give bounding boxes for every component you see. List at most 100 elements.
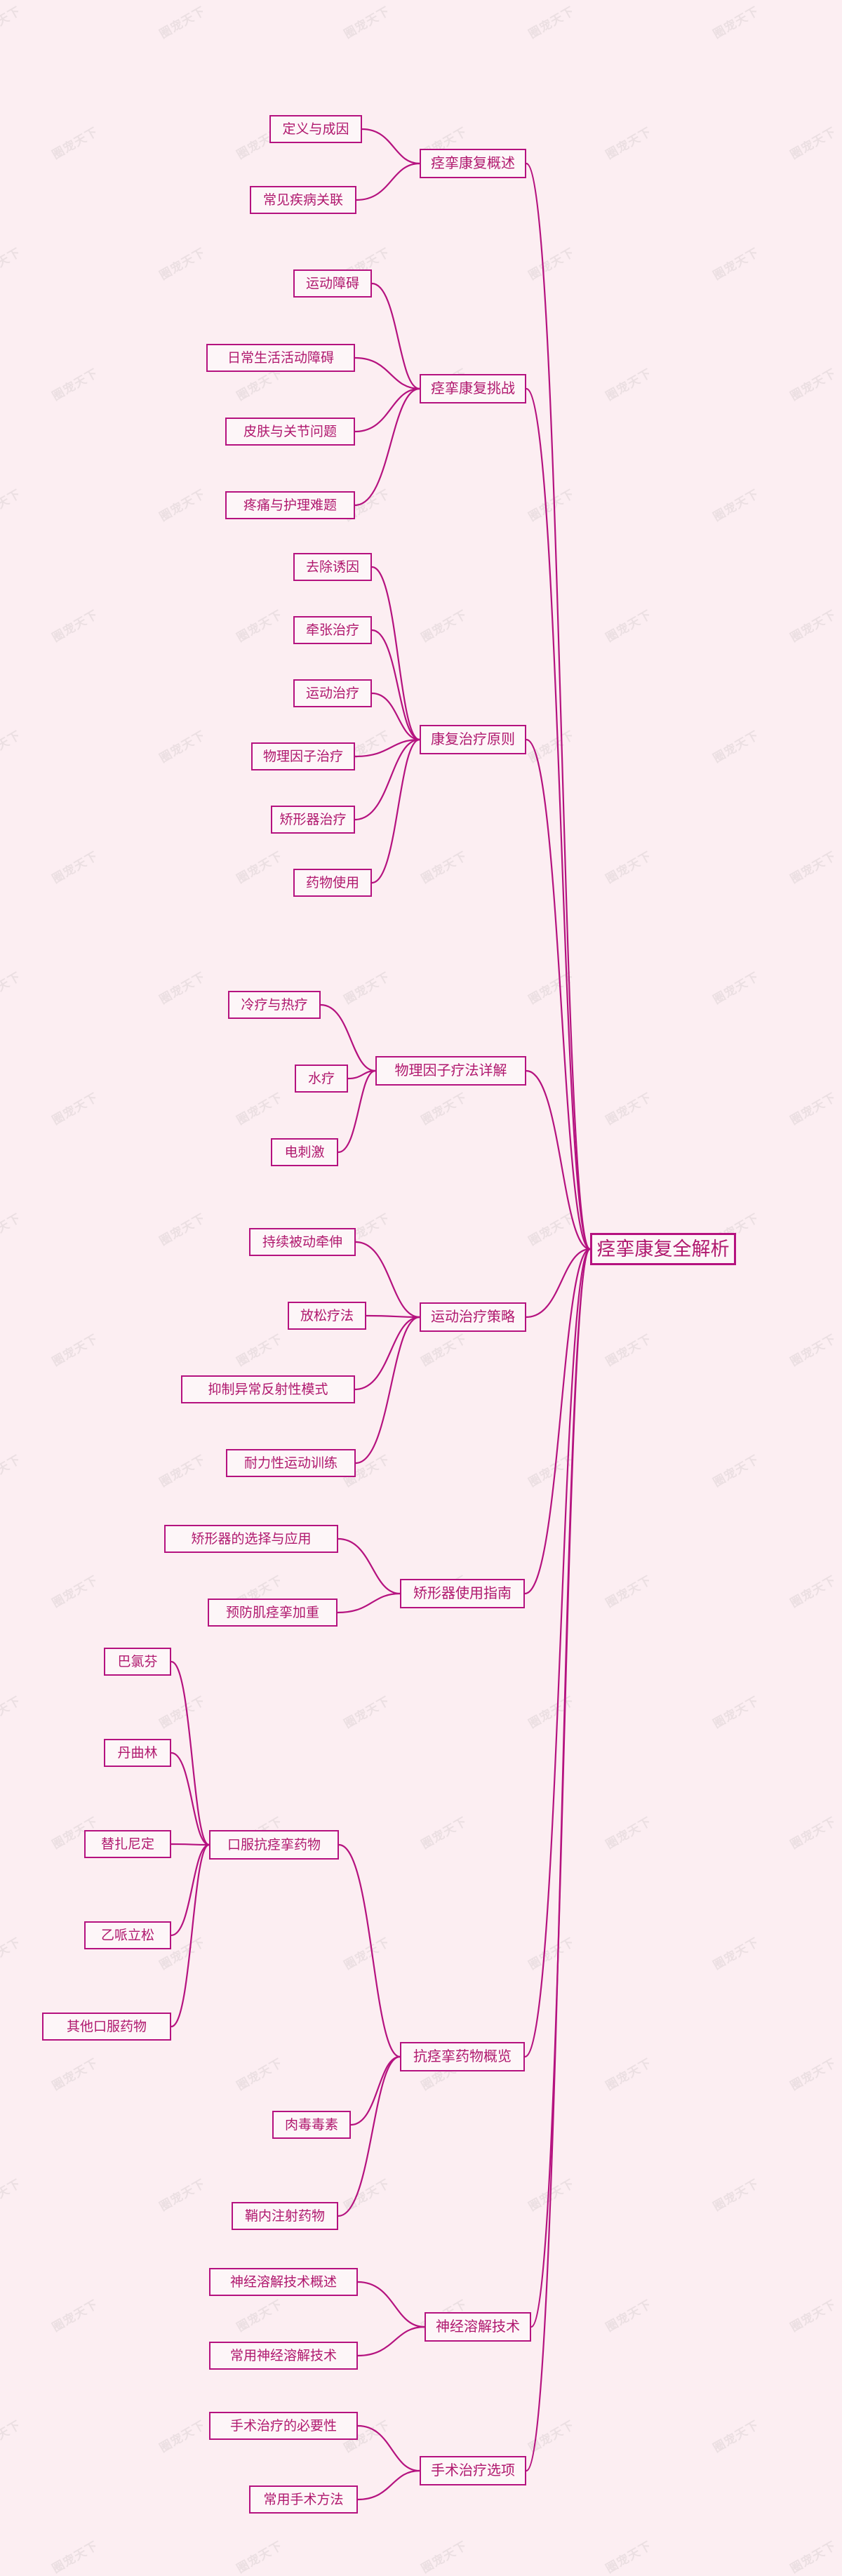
mindmap-node-b1c2[interactable]: 常见疾病关联	[250, 186, 356, 214]
mindmap-node-b3c2[interactable]: 牵张治疗	[293, 616, 372, 644]
node-label: 运动治疗	[305, 686, 359, 701]
watermark-text: 圈宠天下	[50, 849, 100, 886]
node-label: 丹曲林	[117, 1745, 158, 1761]
watermark-text: 圈宠天下	[157, 1694, 208, 1731]
mindmap-node-b3c6[interactable]: 药物使用	[293, 869, 372, 897]
mindmap-node-b7c3[interactable]: 鞘内注射药物	[232, 2202, 338, 2230]
mindmap-node-b2c3[interactable]: 皮肤与关节问题	[225, 418, 355, 446]
node-label: 电刺激	[284, 1144, 325, 1160]
mindmap-node-b1[interactable]: 痉挛康复概述	[420, 149, 526, 178]
mindmap-node-b7s1c1[interactable]: 巴氯芬	[104, 1648, 171, 1676]
mindmap-node-root[interactable]: 痉挛康复全解析	[590, 1233, 736, 1265]
watermark-text: 圈宠天下	[711, 487, 761, 524]
mindmap-node-b5c1[interactable]: 持续被动牵伸	[249, 1228, 356, 1256]
watermark-text: 圈宠天下	[526, 4, 577, 41]
watermark-text: 圈宠天下	[0, 1694, 23, 1731]
connector-b1-to-b1c2	[355, 162, 421, 201]
watermark-text: 圈宠天下	[526, 1453, 577, 1490]
watermark-text: 圈宠天下	[342, 970, 392, 1007]
watermark-text: 圈宠天下	[50, 608, 100, 645]
watermark-text: 圈宠天下	[234, 2056, 285, 2093]
mindmap-node-b1c1[interactable]: 定义与成因	[269, 115, 362, 143]
mindmap-node-b3c3[interactable]: 运动治疗	[293, 679, 372, 707]
connector-b2-to-b2c4	[354, 387, 421, 507]
watermark-text: 圈宠天下	[788, 1815, 838, 1852]
watermark-text: 圈宠天下	[157, 2177, 208, 2214]
watermark-text: 圈宠天下	[788, 125, 838, 162]
watermark-text: 圈宠天下	[234, 1090, 285, 1128]
mindmap-node-b3c4[interactable]: 物理因子治疗	[251, 742, 355, 770]
watermark-text: 圈宠天下	[603, 849, 654, 886]
node-label: 替扎尼定	[100, 1836, 154, 1852]
watermark-text: 圈宠天下	[0, 246, 23, 283]
mindmap-node-b7s1[interactable]: 口服抗痉挛药物	[209, 1830, 339, 1860]
connector-root-to-b5	[525, 1248, 592, 1319]
watermark-text: 圈宠天下	[234, 2539, 285, 2576]
node-label: 放松疗法	[300, 1308, 354, 1323]
watermark-text: 圈宠天下	[788, 608, 838, 645]
watermark-text: 圈宠天下	[234, 608, 285, 645]
connector-b6-to-b6c1	[337, 1537, 401, 1595]
watermark-text: 圈宠天下	[0, 728, 23, 766]
mindmap-node-b4[interactable]: 物理因子疗法详解	[375, 1056, 526, 1086]
mindmap-node-b8[interactable]: 神经溶解技术	[425, 2312, 531, 2342]
node-label: 持续被动牵伸	[262, 1234, 342, 1250]
node-label: 耐力性运动训练	[243, 1455, 338, 1471]
mindmap-node-b2[interactable]: 痉挛康复挑战	[420, 374, 526, 403]
mindmap-node-b4c3[interactable]: 电刺激	[271, 1138, 338, 1166]
connector-b3-to-b3c1	[370, 566, 421, 741]
watermark-text: 圈宠天下	[157, 1211, 208, 1248]
watermark-text: 圈宠天下	[711, 246, 761, 283]
watermark-text: 圈宠天下	[526, 1211, 577, 1248]
watermark-text: 圈宠天下	[0, 2418, 23, 2455]
node-label: 常用手术方法	[263, 2492, 344, 2507]
connector-root-to-b9	[525, 1248, 592, 2472]
watermark-text: 圈宠天下	[419, 2539, 469, 2576]
mindmap-node-b4c1[interactable]: 冷疗与热疗	[228, 991, 321, 1019]
watermark-text: 圈宠天下	[711, 1453, 761, 1490]
mindmap-node-b3c5[interactable]: 矫形器治疗	[271, 806, 355, 834]
connector-b2-to-b2c3	[354, 387, 421, 433]
mindmap-node-b7[interactable]: 抗痉挛药物概览	[400, 2042, 525, 2071]
mindmap-node-b5[interactable]: 运动治疗策略	[420, 1302, 526, 1332]
mindmap-node-b5c3[interactable]: 抑制异常反射性模式	[181, 1375, 355, 1403]
mindmap-node-b7s1c4[interactable]: 乙哌立松	[84, 1921, 171, 1949]
mindmap-node-b2c1[interactable]: 运动障碍	[293, 269, 372, 298]
mindmap-node-b9[interactable]: 手术治疗选项	[420, 2456, 526, 2485]
watermark-text: 圈宠天下	[157, 4, 208, 41]
mindmap-node-b9c1[interactable]: 手术治疗的必要性	[209, 2412, 358, 2440]
mindmap-node-b2c4[interactable]: 疼痛与护理难题	[225, 491, 355, 519]
mindmap-node-b3c1[interactable]: 去除诱因	[293, 553, 372, 581]
watermark-text: 圈宠天下	[0, 970, 23, 1007]
node-label: 乙哌立松	[100, 1928, 154, 1943]
mindmap-node-b7s1c2[interactable]: 丹曲林	[104, 1739, 171, 1767]
connector-b7-to-b7s1	[338, 1843, 401, 2058]
watermark-text: 圈宠天下	[50, 1573, 100, 1610]
watermark-text: 圈宠天下	[157, 728, 208, 766]
mindmap-node-b5c2[interactable]: 放松疗法	[288, 1302, 366, 1330]
mindmap-node-b6c1[interactable]: 矫形器的选择与应用	[164, 1525, 338, 1553]
node-label: 痉挛康复全解析	[596, 1238, 730, 1260]
node-label: 肉毒毒素	[284, 2117, 338, 2133]
mindmap-node-b3[interactable]: 康复治疗原则	[420, 725, 526, 754]
mindmap-node-b8c1[interactable]: 神经溶解技术概述	[209, 2268, 358, 2296]
mindmap-node-b7s1c3[interactable]: 替扎尼定	[84, 1830, 171, 1858]
mindmap-node-b7c2[interactable]: 肉毒毒素	[272, 2111, 351, 2139]
watermark-text: 圈宠天下	[419, 1815, 469, 1852]
mindmap-node-b4c2[interactable]: 水疗	[295, 1065, 348, 1093]
mindmap-node-b5c4[interactable]: 耐力性运动训练	[226, 1449, 356, 1477]
mindmap-node-b8c2[interactable]: 常用神经溶解技术	[209, 2342, 358, 2370]
watermark-text: 圈宠天下	[603, 2297, 654, 2335]
watermark-text: 圈宠天下	[234, 849, 285, 886]
node-label: 手术治疗的必要性	[229, 2418, 337, 2434]
watermark-text: 圈宠天下	[603, 1815, 654, 1852]
node-label: 抗痉挛药物概览	[413, 2049, 512, 2064]
mindmap-node-b7s1c5[interactable]: 其他口服药物	[42, 2013, 171, 2041]
mindmap-node-b9c2[interactable]: 常用手术方法	[249, 2485, 358, 2514]
watermark-text: 圈宠天下	[603, 2056, 654, 2093]
watermark-text: 圈宠天下	[711, 2418, 761, 2455]
mindmap-node-b2c2[interactable]: 日常生活活动障碍	[206, 344, 355, 372]
connector-b2-to-b2c1	[370, 282, 421, 390]
mindmap-node-b6[interactable]: 矫形器使用指南	[400, 1579, 525, 1608]
mindmap-node-b6c2[interactable]: 预防肌痉挛加重	[208, 1599, 338, 1627]
